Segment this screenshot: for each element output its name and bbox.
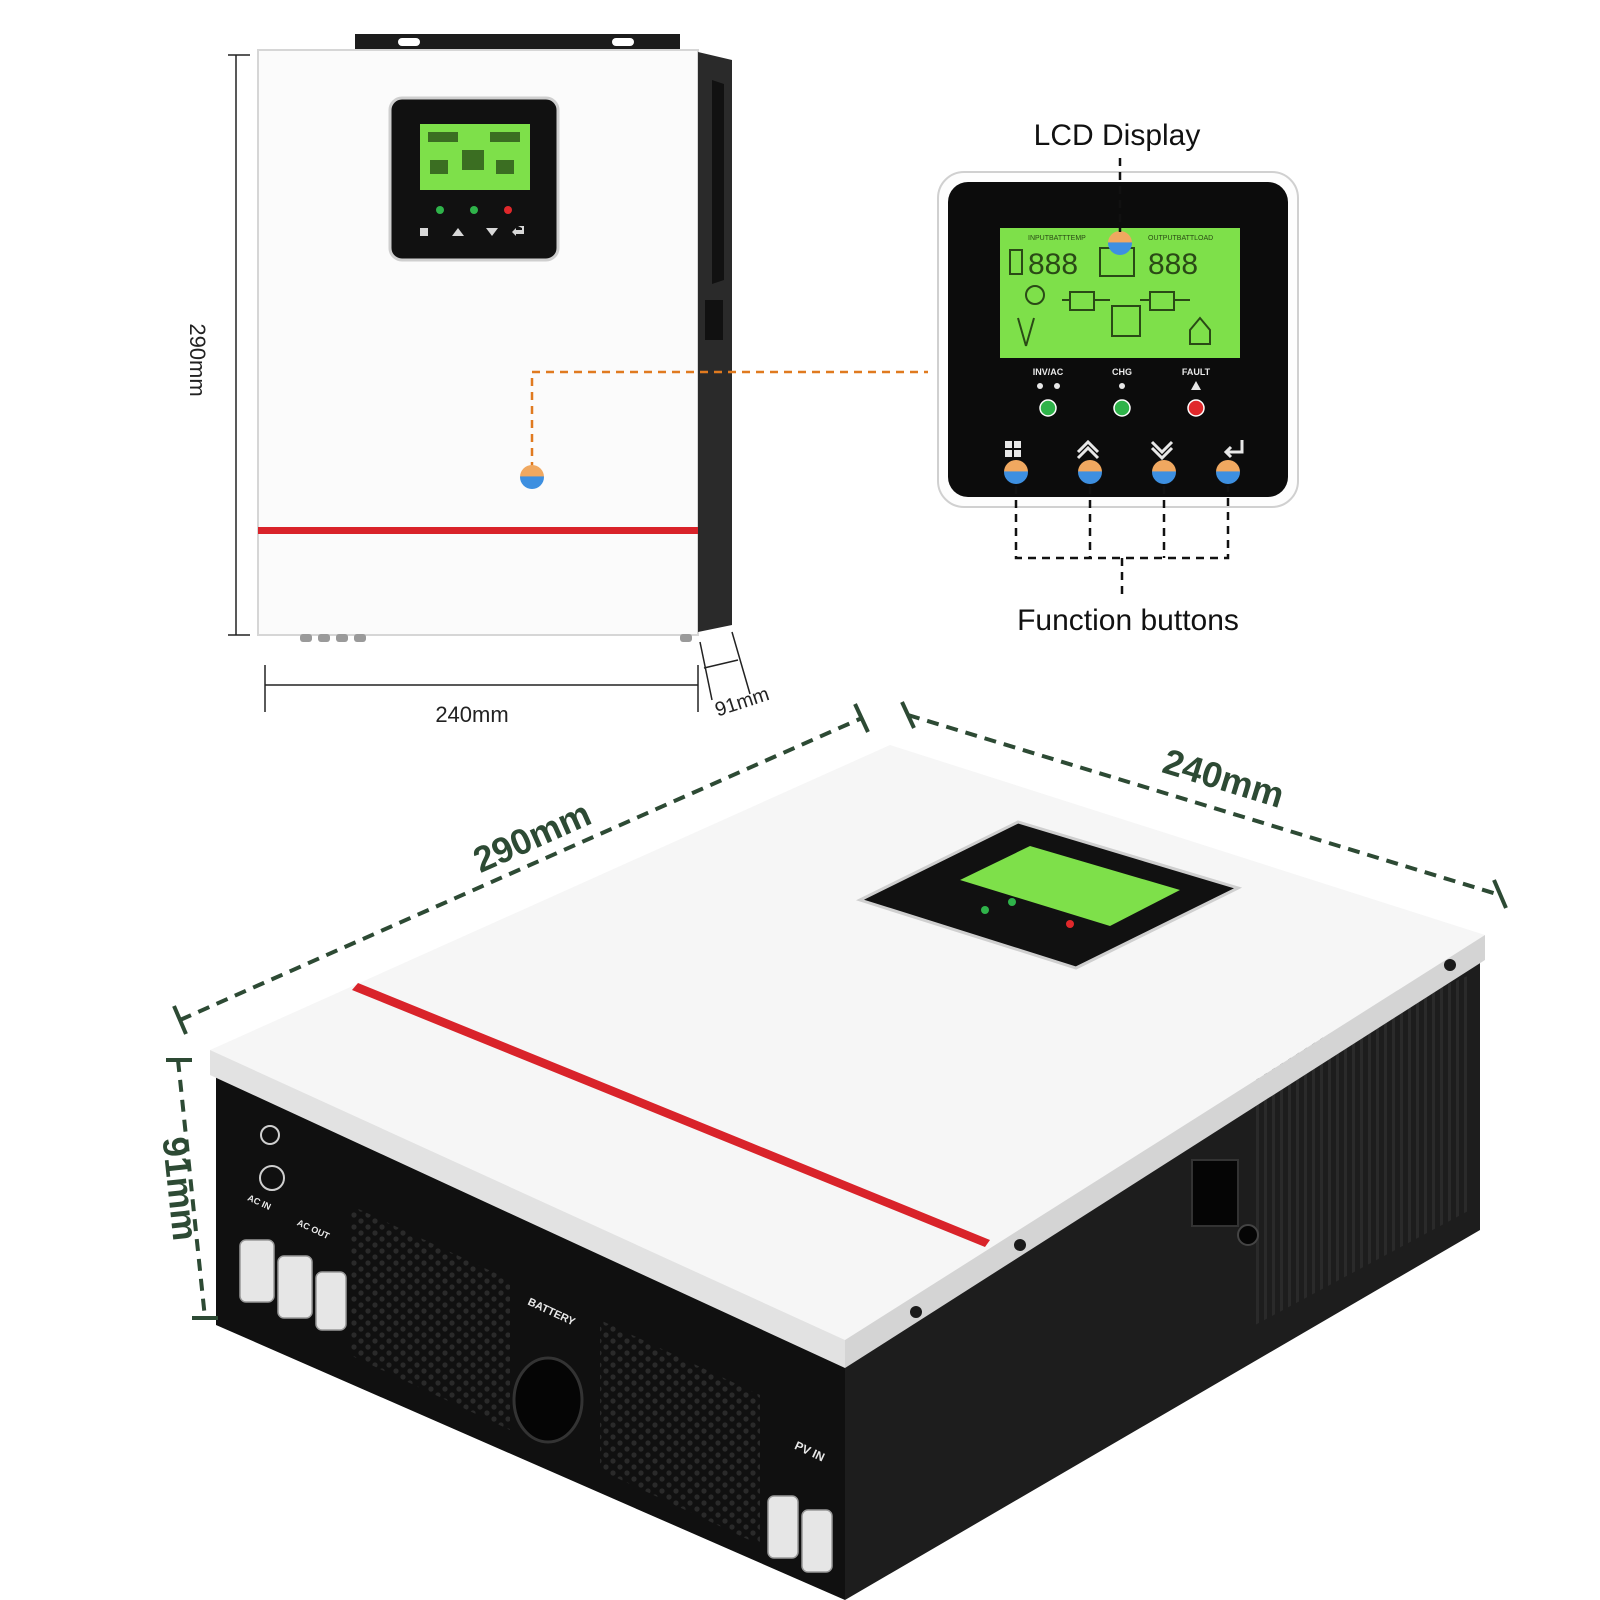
function-button-menu[interactable]: [1004, 460, 1028, 484]
bracket-slot: [398, 38, 420, 46]
side-vent: [712, 80, 724, 284]
battery-port: [512, 1356, 584, 1444]
function-buttons-callout: Function buttons: [1017, 604, 1239, 637]
ac-terminals: [239, 1239, 347, 1331]
perspective-length-label: 290mm: [467, 793, 597, 881]
lid-screws: [910, 959, 1456, 1318]
fan-vent-left: [350, 1205, 510, 1430]
bottom-terminals: [300, 634, 692, 642]
front-width-label: 240mm: [435, 702, 508, 727]
lcd-callout-marker: [1108, 231, 1132, 255]
fan-vent-right: [600, 1320, 760, 1545]
enter-icon: [1223, 440, 1244, 459]
led-inv-ac: [1039, 399, 1057, 417]
panel-callout-line: [530, 370, 928, 470]
perspective-red-stripe: [352, 983, 990, 1247]
panel-detail: LCD Display INPUTBATTTEMP OUTPUTBATTLOAD…: [937, 119, 1299, 637]
front-depth-dimension: [699, 631, 751, 701]
lcd-display-callout: LCD Display: [1034, 119, 1201, 152]
lcd-top-left-text: INPUTBATTTEMP: [1028, 235, 1086, 242]
panel-callout-marker: [520, 465, 544, 489]
red-stripe: [258, 527, 698, 534]
front-width-dimension: [264, 665, 699, 712]
front-depth-label: 91mm: [712, 683, 772, 721]
led-label-inv-ac: INV/AC: [1033, 367, 1064, 377]
function-button-up[interactable]: [1078, 460, 1102, 484]
power-switch: [1191, 1159, 1239, 1227]
pv-terminals: [767, 1495, 833, 1573]
led-label-chg: CHG: [1112, 367, 1132, 377]
top-lid-edge: [210, 1050, 845, 1368]
perspective-view: BATTERY PV IN AC IN AC OUT: [155, 701, 1508, 1600]
ground-screw-icon: [259, 1125, 285, 1191]
front-height-dimension: [228, 54, 250, 636]
side-switch: [705, 300, 723, 340]
led-label-fault: FAULT: [1182, 367, 1211, 377]
lcd-top-right-text: OUTPUTBATTLOAD: [1148, 235, 1213, 242]
menu-icon: [1005, 441, 1021, 457]
lid-control-panel: [855, 820, 1243, 970]
dimension-tick-marks: [166, 701, 1508, 1320]
up-arrow-icon: [1076, 439, 1100, 460]
front-height-label: 290mm: [185, 323, 210, 396]
perspective-width-label: 240mm: [1158, 740, 1289, 815]
lcd-digits-left: 888: [1028, 248, 1078, 281]
front-control-panel: [388, 96, 560, 262]
function-button-down[interactable]: [1152, 460, 1176, 484]
top-lid-side-edge: [845, 935, 1485, 1368]
lcd-segment-icons: [1009, 247, 1211, 347]
reset-button: [1237, 1224, 1259, 1246]
perspective-height-label: 91mm: [155, 1135, 207, 1243]
front-view: 290mm 240mm 91mm: [185, 34, 928, 727]
led-sub-icons: [1037, 381, 1201, 390]
led-chg: [1113, 399, 1131, 417]
led-fault: [1187, 399, 1205, 417]
lcd-digits-right: 888: [1148, 248, 1198, 281]
bracket-slot: [612, 38, 634, 46]
mounting-bracket: [355, 34, 680, 50]
perspective-dimensions: [176, 713, 1501, 1319]
down-arrow-icon: [1150, 440, 1174, 461]
buttons-callout-lines: [1014, 486, 1230, 596]
function-button-enter[interactable]: [1216, 460, 1240, 484]
